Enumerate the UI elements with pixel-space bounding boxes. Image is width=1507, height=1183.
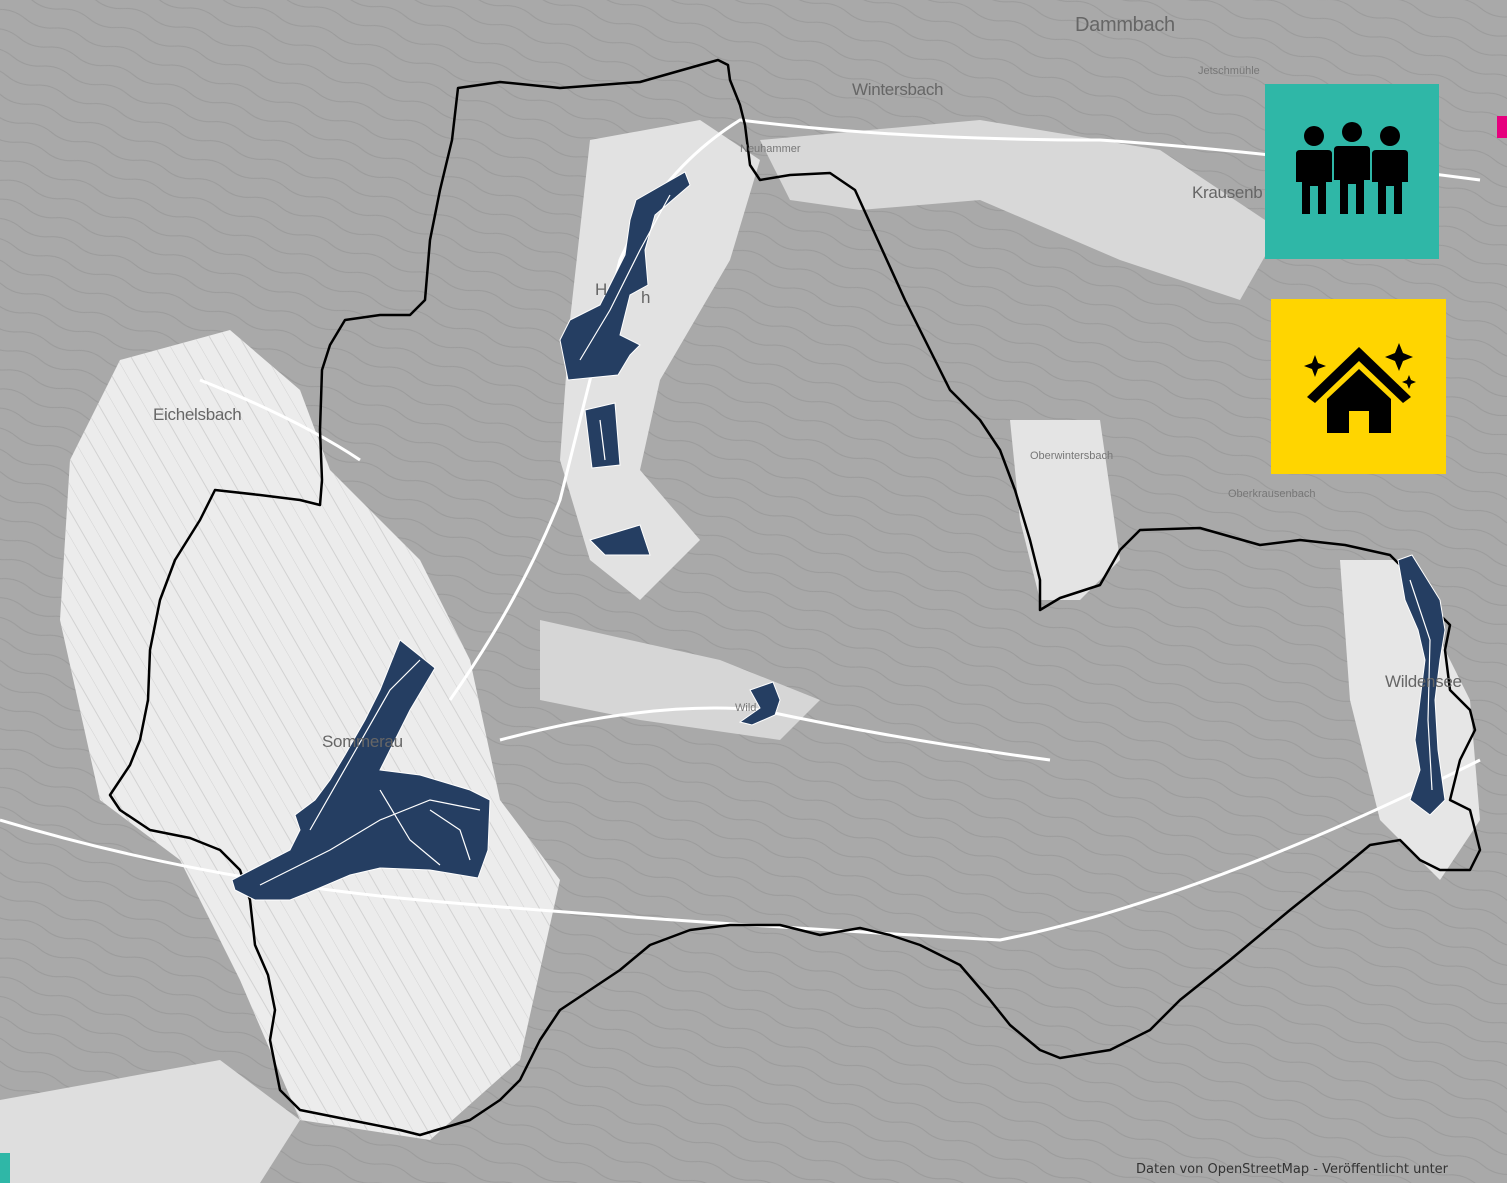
people-group-icon <box>1296 121 1408 214</box>
house-sparkle-icon <box>1303 342 1416 433</box>
place-label-neuhammer: Neuhammer <box>740 143 801 155</box>
place-label-eichelsbach: Eichelsbach <box>153 405 242 424</box>
place-label-wildenthal: Wild <box>735 702 757 714</box>
corner-logo-fragment <box>0 1153 10 1183</box>
house-tile[interactable] <box>1271 299 1446 474</box>
people-tile[interactable] <box>1265 84 1439 259</box>
place-label-wildensee: Wildensee <box>1385 672 1462 691</box>
settlement-heimbuchenthal-north <box>559 171 691 381</box>
pink-accent-mark <box>1497 116 1507 138</box>
place-label-heimbuchenthal: H <box>595 280 607 299</box>
place-label-dammbach: Dammbach <box>1075 14 1175 36</box>
place-label-krausenbach: Krausenb <box>1192 183 1263 202</box>
place-label-heimbuchenthal-tail: h <box>641 288 651 307</box>
road-network <box>0 118 1481 942</box>
settlement-streets <box>259 194 1433 886</box>
settlement-sommerau <box>231 639 491 901</box>
settlement-wildenthal <box>738 681 781 726</box>
settlement-areas <box>231 171 1446 901</box>
municipality-boundary <box>108 58 1482 1137</box>
map-attribution: Daten von OpenStreetMap - Veröffentlicht… <box>1136 1162 1449 1177</box>
place-label-sommerau: Sommerau <box>322 732 403 751</box>
place-label-wintersbach: Wintersbach <box>852 80 944 99</box>
place-label-jetschmuehle: Jetschmühle <box>1198 65 1260 77</box>
place-label-oberkrausenbach: Oberkrausenbach <box>1228 488 1316 500</box>
settlement-wildensee <box>1397 554 1446 816</box>
place-label-oberwintersbach: Oberwintersbach <box>1030 450 1114 462</box>
settlement-heimbuchenthal-south <box>589 524 651 556</box>
